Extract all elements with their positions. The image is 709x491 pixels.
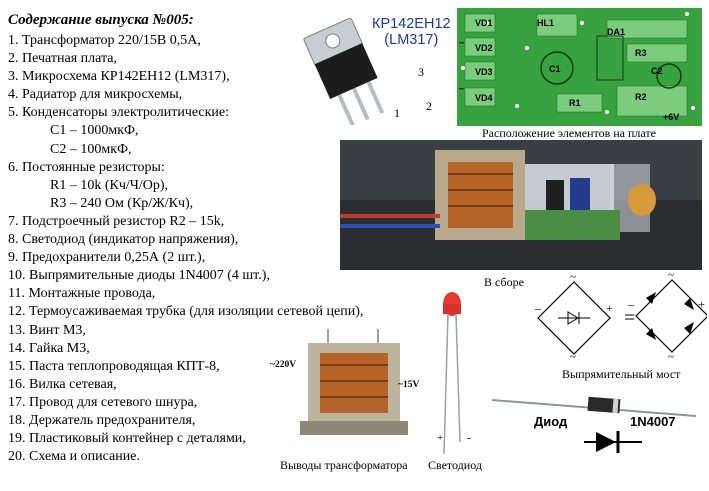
diode-image: Диод 1N4007 [492, 396, 697, 453]
led-minus-label: - [467, 432, 471, 444]
pcb-label-vd4: VD4 [475, 93, 493, 103]
led-plus-label: + [437, 432, 444, 444]
chip-image: 1 2 3 [303, 17, 432, 125]
pcb-label-6v: +6V [663, 112, 679, 122]
assembled-photo [340, 140, 702, 270]
list-item: 10. Выпрямительные диоды 1N4007 (4 шт.), [8, 268, 270, 284]
pcb-label-c2: C2 [651, 66, 663, 76]
chip-pin-3: 3 [418, 65, 424, 79]
pcb-label-ac2: ~ [459, 84, 464, 94]
chip-pin-2: 2 [426, 99, 432, 113]
pcb-caption: Расположение элементов на плате [482, 126, 656, 140]
assembled-caption: В сборе [484, 275, 524, 289]
list-item: R3 – 240 Ом (Кр/Ж/Кч), [50, 195, 194, 211]
list-item: 18. Держатель предохранителя, [8, 412, 196, 428]
list-item: C1 – 1000мкФ, [50, 123, 139, 139]
diode-model: 1N4007 [630, 414, 676, 429]
pcb-layout: VD1 VD2 VD3 VD4 HL1 DA1 R3 C1 C2 R1 R2 +… [457, 8, 702, 126]
transformer-in-label: ~220V [270, 360, 297, 370]
list-item: 20. Схема и описание. [8, 449, 140, 465]
pcb-label-r1: R1 [569, 98, 581, 108]
list-item: 6. Постоянные резисторы: [8, 159, 165, 175]
bridge-left-plus: + [606, 301, 613, 315]
list-item: 14. Гайка М3, [8, 340, 90, 356]
pcb-label-vd1: VD1 [475, 18, 493, 28]
transformer-out-label: ~15V [398, 380, 420, 390]
list-item: 9. Предохранители 0,25А (2 шт.), [8, 250, 206, 266]
bridge-right-tilde-bottom: ~ [668, 351, 674, 360]
bridge-left-tilde-bottom: ~ [570, 351, 576, 360]
list-item: R1 – 10k (Кч/Ч/Ор), [50, 177, 169, 193]
list-item: C2 – 100мкФ, [50, 141, 132, 157]
list-item: 4. Радиатор для микросхемы, [8, 87, 183, 103]
bridge-diagram: = – + ~ ~ – + ~ ~ [534, 269, 707, 360]
chip-name: КР142ЕН12 [372, 16, 451, 32]
pcb-label-vd2: VD2 [475, 43, 493, 53]
diode-label: Диод [534, 414, 568, 429]
pcb-label-r2: R2 [635, 92, 647, 102]
chip-label: КР142ЕН12 (LM317) [372, 16, 451, 48]
list-item: 12. Термоусаживаемая трубка (для изоляци… [8, 304, 364, 320]
list-item: 7. Подстроечный резистор R2 – 15k, [8, 213, 225, 229]
led-image [443, 292, 461, 455]
list-item: 11. Монтажные провода, [8, 286, 156, 302]
list-item: 2. Печатная плата, [8, 51, 117, 67]
pcb-label-c1: C1 [549, 64, 561, 74]
transformer-caption: Выводы трансформатора [280, 458, 408, 472]
bridge-right-minus: – [627, 297, 635, 311]
bridge-caption: Выпрямительный мост [562, 367, 681, 381]
bridge-left-minus: – [534, 301, 542, 315]
bridge-equals: = [624, 307, 635, 329]
list-item: 13. Винт М3, [8, 322, 86, 338]
pcb-label-ac1: ~ [459, 38, 464, 48]
list-item: 16. Вилка сетевая, [8, 376, 117, 392]
page-title: Содержание выпуска №005: [8, 12, 194, 28]
list-item: 1. Трансформатор 220/15В 0,5А, [8, 33, 201, 48]
bridge-right-tilde-top: ~ [668, 269, 674, 281]
pcb-label-vd3: VD3 [475, 67, 493, 77]
led-caption: Светодиод [428, 458, 482, 472]
pcb-label-da1: DA1 [607, 27, 625, 37]
list-item: 8. Светодиод (индикатор напряжения), [8, 232, 239, 248]
chip-pin-1: 1 [394, 106, 400, 120]
pcb-label-r3: R3 [635, 48, 647, 58]
chip-alt-name: (LM317) [384, 32, 439, 48]
pcb-label-hl1: HL1 [537, 18, 554, 28]
list-item: 5. Конденсаторы электролитические: [8, 105, 230, 121]
list-item: 17. Провод для сетевого шнура, [8, 394, 198, 410]
bridge-left-tilde-top: ~ [570, 271, 576, 283]
list-item: 3. Микросхема КР142ЕН12 (LM317), [8, 69, 230, 85]
list-item: 15. Паста теплопроводящая КПТ-8, [8, 358, 220, 374]
transformer-image [300, 329, 408, 435]
list-item: 19. Пластиковый контейнер с деталями, [8, 431, 246, 447]
parts-list: 1. Трансформатор 220/15В 0,5А, 2. Печатн… [8, 32, 363, 466]
bridge-right-plus: + [698, 297, 705, 311]
